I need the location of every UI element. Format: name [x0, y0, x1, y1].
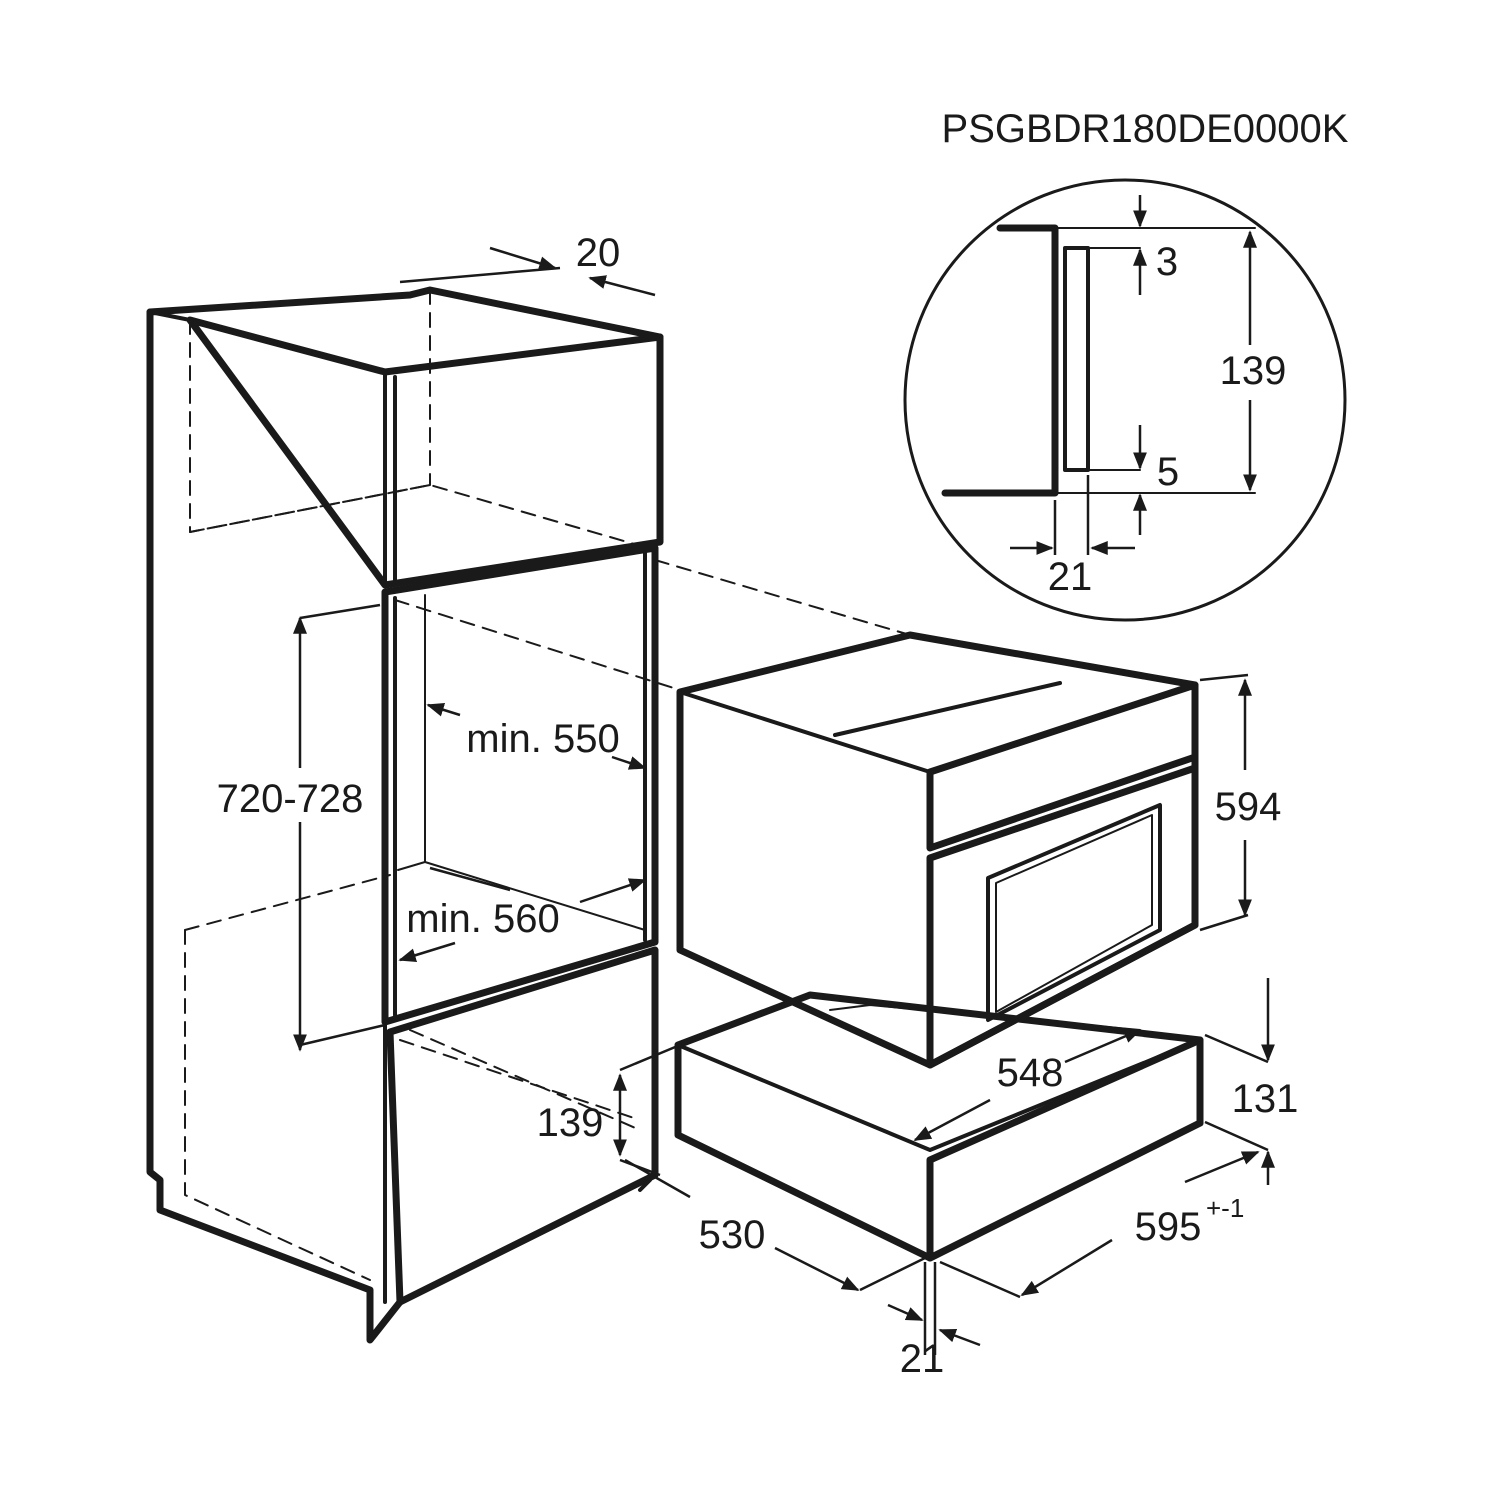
warming-drawer: [674, 991, 1204, 1262]
cabinet: [146, 286, 911, 1344]
label-detail-height: 139: [1220, 349, 1287, 393]
detail-view: [903, 178, 1347, 622]
dimension-lines: [293, 246, 1275, 1355]
label-depth: 530: [699, 1213, 766, 1257]
label-oven-height: 594: [1215, 785, 1282, 829]
label-width-tolerance: +-1: [1206, 1193, 1244, 1223]
label-detail-top-gap: 3: [1156, 240, 1178, 284]
label-detail-offset: 21: [1048, 555, 1093, 599]
label-detail-bottom-gap: 5: [1157, 450, 1179, 494]
label-min-depth: min. 560: [406, 897, 559, 941]
model-code: PSGBDR180DE0000K: [942, 107, 1349, 151]
oven: [676, 631, 1199, 1069]
label-width: 595: [1135, 1205, 1202, 1249]
label-drawer-width: 548: [997, 1051, 1064, 1095]
label-drawer-height: 131: [1232, 1077, 1299, 1121]
label-front-offset: 21: [900, 1337, 945, 1381]
label-gap-top: 20: [576, 231, 621, 275]
label-min-width: min. 550: [466, 717, 619, 761]
label-niche-height: 720-728: [217, 777, 364, 821]
label-drawer-niche-height: 139: [537, 1101, 604, 1145]
